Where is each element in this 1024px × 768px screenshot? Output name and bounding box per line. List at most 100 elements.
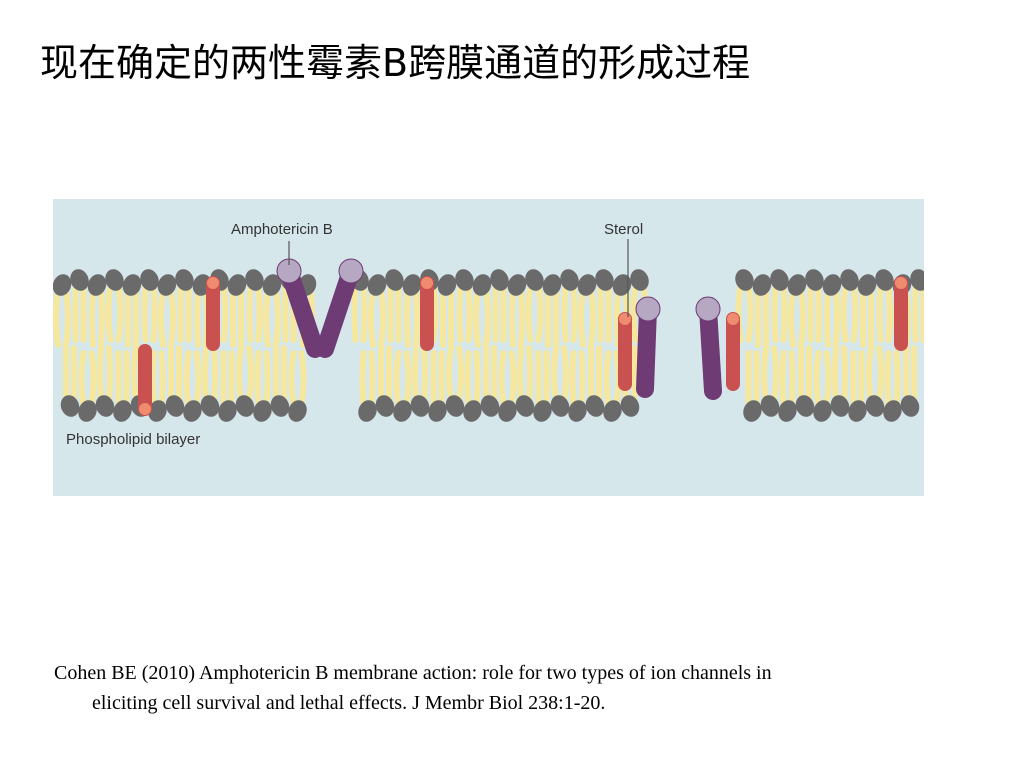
lipid-head	[760, 395, 780, 417]
lipid-lower	[883, 350, 902, 422]
lipid-tail	[745, 283, 754, 343]
lipid-tail	[798, 288, 806, 348]
lipid-head	[157, 274, 177, 296]
lipid-head	[787, 274, 807, 296]
lipid-head	[385, 269, 404, 291]
lipid-tail	[115, 283, 124, 343]
lipid-tail	[824, 288, 831, 348]
lipid-head	[900, 395, 920, 417]
lipid-head	[87, 274, 107, 296]
lipid-upper	[455, 269, 474, 343]
lipid-head	[533, 400, 552, 422]
lipid-lower	[830, 345, 850, 417]
lipid-tail	[236, 345, 244, 403]
lipid-head	[743, 400, 762, 422]
lipid-tail	[850, 283, 859, 343]
lipid-head	[463, 400, 482, 422]
lipid-head	[245, 269, 264, 291]
lipid-lower	[900, 345, 920, 417]
lipid-tail	[456, 345, 464, 403]
lipid-tail	[421, 345, 428, 403]
lipid-tail	[465, 283, 473, 343]
lipid-head	[778, 400, 797, 422]
amphotericin-body	[280, 262, 324, 358]
lipid-lower	[410, 345, 430, 417]
lipid-tail	[813, 350, 822, 408]
lipid-tail	[106, 345, 113, 403]
lipid-tail	[254, 350, 262, 408]
sterol	[206, 276, 220, 351]
lipid-tail	[483, 288, 491, 348]
lipid-lower	[515, 345, 535, 417]
lipid-head	[140, 269, 159, 291]
lipid-tail	[168, 288, 176, 348]
lipid-tail	[255, 283, 263, 343]
lipid-head	[795, 395, 815, 417]
lipid-tail	[368, 288, 376, 348]
lipid-lower	[428, 350, 447, 422]
lipid-tail	[832, 345, 839, 403]
lipid-upper	[402, 274, 422, 348]
lipid-head	[70, 269, 89, 291]
lipid-upper	[560, 269, 579, 343]
lipid-tail	[535, 283, 544, 343]
lipid-head	[148, 400, 167, 422]
lipid-tail	[158, 350, 166, 408]
lipid-upper	[122, 274, 142, 348]
lipid-lower	[78, 350, 97, 422]
lipid-head	[262, 274, 282, 296]
lipid-upper	[770, 269, 789, 343]
lipid-head	[550, 395, 570, 417]
lipid-head	[620, 395, 640, 417]
amphotericin-molecule	[635, 296, 661, 398]
lipid-lower	[480, 345, 500, 417]
lipid-tail	[473, 350, 481, 408]
lipid-upper	[875, 269, 894, 343]
lipid-upper	[595, 269, 614, 343]
lipid-head	[857, 274, 877, 296]
lipid-lower	[270, 345, 290, 417]
lipid-tail	[78, 350, 87, 408]
lipid-tail	[220, 283, 229, 343]
lipid-head	[568, 400, 587, 422]
lipid-head	[515, 395, 535, 417]
lipid-upper	[70, 269, 89, 343]
lipid-lower	[463, 350, 482, 422]
lipid-head	[542, 274, 562, 296]
lipid-tail	[263, 288, 271, 348]
lipid-lower	[253, 350, 272, 422]
lipid-tail	[561, 283, 569, 343]
lipid-upper	[822, 274, 842, 348]
lipid-lower	[865, 345, 885, 417]
lipid-lower	[848, 350, 867, 422]
lipid-head	[490, 269, 509, 291]
lipid-head	[253, 400, 272, 422]
lipid-tail	[473, 288, 481, 348]
lipid-tail	[526, 345, 533, 403]
lipid-head	[822, 274, 842, 296]
lipid-tail	[498, 350, 507, 408]
lipid-head	[218, 400, 237, 422]
lipid-head	[883, 400, 902, 422]
lipid-head	[595, 269, 614, 291]
sterol-tip	[207, 277, 219, 289]
amphotericin-body	[316, 262, 360, 358]
lipid-tail	[833, 288, 840, 348]
lipid-tail	[578, 350, 586, 408]
lipid-head	[455, 269, 474, 291]
lipid-head	[752, 274, 772, 296]
sterol-tip	[619, 313, 631, 325]
sterol	[894, 276, 908, 351]
lipid-upper	[262, 274, 282, 348]
lipid-lower	[393, 350, 412, 422]
lipid-tail	[351, 283, 359, 343]
lipid-upper	[490, 269, 509, 343]
lipid-head	[393, 400, 412, 422]
amphotericin-molecule	[695, 296, 722, 400]
lipid-lower	[358, 350, 377, 422]
lipid-upper	[910, 269, 924, 343]
lipid-tail	[456, 283, 464, 343]
lipid-tail	[841, 345, 848, 403]
lipid-head	[875, 269, 894, 291]
lipid-tail	[202, 345, 209, 403]
